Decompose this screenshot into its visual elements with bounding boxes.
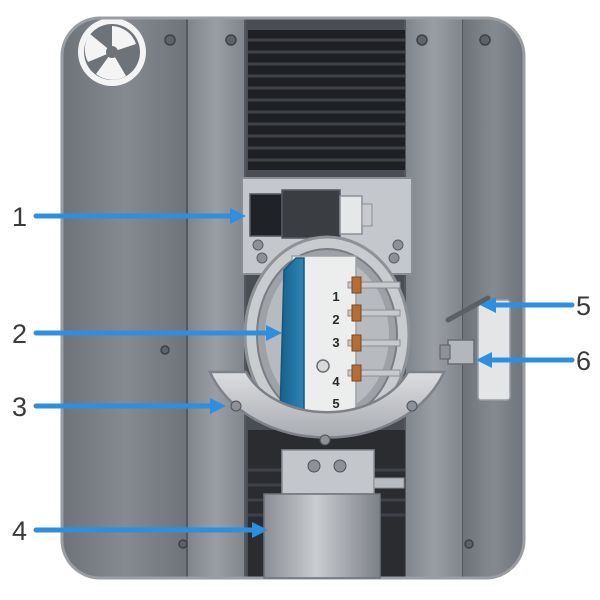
slot-numbers: 1 2 3 4 5 bbox=[332, 289, 340, 411]
callout-arrow-5 bbox=[480, 297, 575, 313]
callout-arrow-2 bbox=[33, 325, 282, 341]
callout-label-3: 3 bbox=[12, 392, 27, 422]
instrument-housing bbox=[62, 18, 524, 578]
cartridge-pins bbox=[347, 276, 401, 382]
callout-arrow-1 bbox=[33, 208, 246, 224]
slot-number: 5 bbox=[332, 396, 339, 411]
callout-arrow-3 bbox=[33, 398, 226, 414]
base-cylinder bbox=[263, 493, 381, 579]
fan-icon bbox=[78, 18, 146, 86]
cartridge-knob bbox=[316, 359, 330, 373]
slot-number: 2 bbox=[332, 312, 339, 327]
callout-label-5: 5 bbox=[576, 291, 591, 321]
callout-label-4: 4 bbox=[12, 516, 27, 546]
slot-number: 4 bbox=[332, 374, 340, 389]
callout-arrows bbox=[33, 208, 575, 538]
callout-arrow-4 bbox=[33, 522, 268, 538]
callout-labels: 1 2 3 4 5 6 bbox=[12, 202, 591, 546]
vent-fins bbox=[248, 30, 405, 170]
callout-label-2: 2 bbox=[12, 319, 27, 349]
callout-label-1: 1 bbox=[12, 202, 27, 232]
top-actuator-block bbox=[249, 189, 373, 239]
housing-screws bbox=[160, 34, 491, 549]
callout-label-6: 6 bbox=[576, 346, 591, 376]
lower-bracket bbox=[281, 449, 405, 495]
slot-number: 3 bbox=[332, 335, 339, 350]
callout-arrow-6 bbox=[476, 352, 575, 368]
side-fittings bbox=[439, 295, 511, 401]
sample-cartridge: 1 2 3 4 5 bbox=[279, 255, 401, 419]
slot-number: 1 bbox=[332, 289, 339, 304]
arc-clamp bbox=[208, 370, 446, 446]
